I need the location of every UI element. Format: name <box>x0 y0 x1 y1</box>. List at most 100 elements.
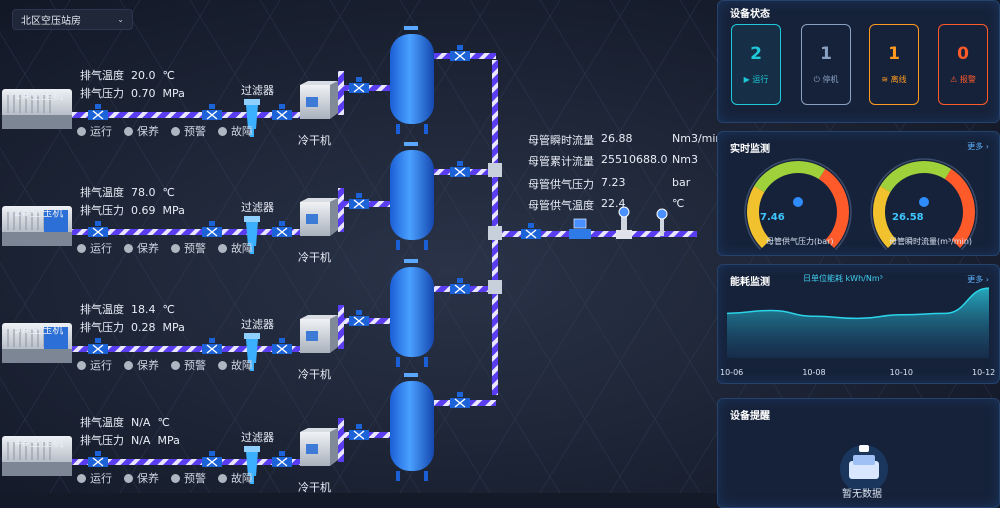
status-legend: 运行保养预警故障 <box>77 470 253 486</box>
filter-icon <box>244 99 260 137</box>
status-card[interactable]: 0⚠ 报警 <box>938 24 988 105</box>
status-legend-item: 保养 <box>124 123 159 139</box>
dryer-icon <box>300 428 338 466</box>
pressure-transmitter-icon <box>616 206 632 239</box>
x-tick-label: 10-10 <box>889 368 913 377</box>
exhaust-temp-row: 排气温度 20.0 ℃ <box>80 67 175 83</box>
device-status-title: 设备状态 <box>730 9 770 20</box>
filter-label: 过滤器 <box>241 84 274 97</box>
gauge <box>870 158 978 251</box>
status-dot <box>77 126 86 136</box>
status-legend: 运行保养预警故障 <box>77 240 253 256</box>
tank-outlet-valve <box>450 45 470 61</box>
compressor-label[interactable]: 2#空压机 <box>14 206 64 219</box>
x-tick-label: 10-06 <box>720 368 744 377</box>
bypass-valve <box>202 451 222 467</box>
main-pipe-value: 25510688.0 <box>601 153 668 166</box>
compressor-label[interactable]: 4#空压机 <box>14 436 64 449</box>
energy-more-link[interactable]: 更多 › <box>967 275 989 284</box>
gauges <box>744 158 978 251</box>
main-pipe <box>497 231 697 237</box>
status-dot <box>218 473 227 483</box>
status-dot <box>171 473 180 483</box>
exhaust-temp-value: N/A <box>131 416 151 429</box>
air-tank-icon <box>390 373 434 481</box>
tank-outlet-valve <box>450 278 470 294</box>
main-pipe-label: 母管供气温度 <box>528 199 594 212</box>
exhaust-temp-label: 排气温度 <box>80 186 124 199</box>
realtime-more-link[interactable]: 更多 › <box>967 142 989 151</box>
status-count: 0 <box>957 44 969 64</box>
status-dot <box>124 360 133 370</box>
status-legend-item: 运行 <box>77 123 112 139</box>
status-dot <box>171 360 180 370</box>
exhaust-pressure-unit: MPa <box>162 321 185 334</box>
dryer-valve <box>272 104 292 120</box>
inlet-valve <box>88 338 108 354</box>
status-count: 2 <box>750 44 762 64</box>
status-legend-item: 运行 <box>77 240 112 256</box>
main-pipe-unit: Nm3 <box>672 153 698 166</box>
x-tick-label: 10-12 <box>972 368 996 377</box>
status-dot <box>124 243 133 253</box>
exhaust-pressure-unit: MPa <box>162 204 185 217</box>
status-count: 1 <box>820 44 832 64</box>
status-legend-item: 预警 <box>171 240 206 256</box>
main-pipe-value: 7.23 <box>601 176 626 189</box>
dryer-label: 冷干机 <box>298 134 331 147</box>
temperature-transmitter-icon <box>656 208 668 236</box>
exhaust-temp-label: 排气温度 <box>80 69 124 82</box>
process-diagram <box>2 26 697 484</box>
status-card-label: ⏻ 停机 <box>813 75 839 84</box>
dryer-valve <box>272 221 292 237</box>
filter-icon <box>244 333 260 371</box>
filter-icon <box>244 446 260 484</box>
device-status-panel: 设备状态 2 ▶ 运行 1 ⏻ 停机 1 ≋ 离线 0⚠ 报警 <box>717 0 1000 123</box>
exhaust-temp-unit: ℃ <box>157 416 170 429</box>
status-dot <box>218 360 227 370</box>
station-select[interactable]: 北区空压站房 ⌄ <box>12 9 133 30</box>
status-legend-item: 保养 <box>124 470 159 486</box>
main-pipe-unit: Nm3/min <box>672 132 723 145</box>
gauge-pointer <box>919 197 929 207</box>
main-pipe-value: 26.88 <box>601 132 633 145</box>
filter-label: 过滤器 <box>241 431 274 444</box>
status-card[interactable]: 1 ≋ 离线 <box>869 24 919 105</box>
status-dot <box>124 473 133 483</box>
main-pipe-unit: bar <box>672 176 691 189</box>
inlet-valve <box>88 104 108 120</box>
status-dot <box>218 243 227 253</box>
dryer-label: 冷干机 <box>298 251 331 264</box>
flow-meter-icon <box>569 218 591 239</box>
dryer-valve <box>272 338 292 354</box>
air-compressor-icon <box>2 436 72 476</box>
dryer-label: 冷干机 <box>298 481 331 494</box>
air-compressor-icon <box>2 323 72 363</box>
status-count: 1 <box>888 44 900 64</box>
exhaust-pressure-row: 排气压力 0.70 MPa <box>80 85 185 101</box>
exhaust-pressure-label: 排气压力 <box>80 204 124 217</box>
status-card[interactable]: 1 ⏻ 停机 <box>801 24 851 105</box>
status-legend-item: 运行 <box>77 357 112 373</box>
gauge-band <box>818 168 849 249</box>
exhaust-pressure-row: 排气压力 0.28 MPa <box>80 319 185 335</box>
status-card-label: ≋ 离线 <box>881 75 907 84</box>
status-dot <box>124 126 133 136</box>
exhaust-pressure-value: 0.69 <box>131 204 156 217</box>
compressor-label[interactable]: 3#空压机 <box>14 323 64 336</box>
gauge-value-flow: 26.58 <box>892 212 924 223</box>
status-card-label: ▶ 运行 <box>743 75 769 84</box>
compressor-label[interactable]: 1#空压机 <box>14 89 64 102</box>
exhaust-pressure-row: 排气压力 N/A MPa <box>80 432 180 448</box>
realtime-panel: 实时监测 更多 › 7.46 26.58 母管供气压力(bar) 母管瞬时流量(… <box>717 131 1000 256</box>
exhaust-pressure-value: 0.28 <box>131 321 156 334</box>
bypass-valve <box>202 338 222 354</box>
main-pipe-label: 母管供气压力 <box>528 178 594 191</box>
dryer-valve <box>272 451 292 467</box>
gauge-band <box>880 161 952 193</box>
status-dot <box>77 473 86 483</box>
inlet-valve <box>88 451 108 467</box>
main-pipe-unit: ℃ <box>672 197 685 210</box>
exhaust-pressure-value: N/A <box>131 434 151 447</box>
status-card[interactable]: 2 ▶ 运行 <box>731 24 781 105</box>
